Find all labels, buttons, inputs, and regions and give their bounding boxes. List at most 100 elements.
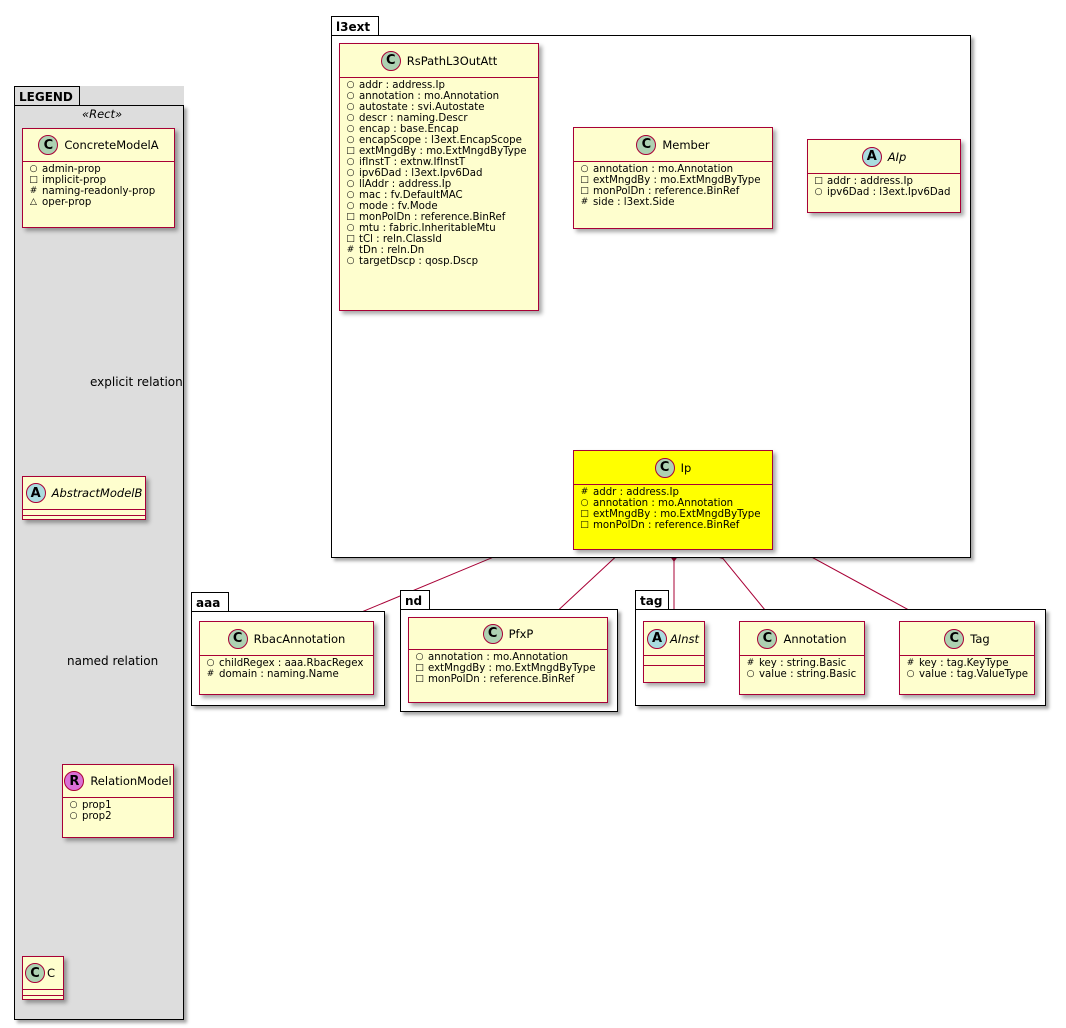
class-name: Annotation xyxy=(783,631,847,646)
package-legend-tab: LEGEND xyxy=(14,86,80,106)
property-row: ○prop1 xyxy=(69,800,112,811)
property-row: ○llAddr : address.Ip xyxy=(346,179,452,190)
explicit-relation-label: explicit relation xyxy=(90,375,183,389)
class-annotation[interactable]: C Annotation #key : string.Basic ○value … xyxy=(739,621,865,695)
class-name: PfxP xyxy=(508,626,534,641)
property-row: ○ifInstT : extnw.IfInstT xyxy=(346,157,466,168)
composition-ip-pfxp xyxy=(550,557,616,618)
property-row: ○mode : fv.Mode xyxy=(346,201,438,212)
property-list: ○admin-prop □implicit-prop #naming-reado… xyxy=(23,162,174,212)
property-row: #side : l3ext.Side xyxy=(580,197,675,208)
property-row: □extMngdBy : mo.ExtMngdByType xyxy=(415,663,596,674)
class-badge-icon: C xyxy=(227,628,248,649)
class-rbac-annotation[interactable]: C RbacAnnotation ○childRegex : aaa.RbacR… xyxy=(199,621,374,695)
class-abstract-model-b[interactable]: A AbstractModelB xyxy=(22,476,146,520)
class-c[interactable]: C C xyxy=(22,956,64,1000)
property-row: ○mtu : fabric.InheritableMtu xyxy=(346,223,496,234)
class-badge-icon: C xyxy=(482,623,503,644)
property-list: ○annotation : mo.Annotation □extMngdBy :… xyxy=(409,650,607,689)
class-name: RbacAnnotation xyxy=(253,631,346,646)
class-name: Member xyxy=(662,137,710,152)
class-badge-icon: C xyxy=(25,963,45,983)
property-row: ○targetDscp : qosp.Dscp xyxy=(346,256,479,267)
class-name: Tag xyxy=(970,631,990,646)
property-row: ○encapScope : l3ext.EncapScope xyxy=(346,135,522,146)
package-legend: LEGEND «Rect» xyxy=(14,86,184,1020)
package-legend-body xyxy=(14,105,184,1020)
class-name: ConcreteModelA xyxy=(64,138,159,152)
property-row: ○prop2 xyxy=(69,811,112,822)
class-name: AbstractModelB xyxy=(51,486,143,500)
class-member[interactable]: C Member ○annotation : mo.Annotation □ex… xyxy=(573,127,773,229)
abstract-badge-icon: A xyxy=(647,628,667,649)
property-row: △oper-prop xyxy=(30,197,92,208)
property-row: □monPolDn : reference.BinRef xyxy=(580,520,740,531)
property-row: ○value : string.Basic xyxy=(746,669,857,680)
property-row: ○addr : address.Ip xyxy=(346,80,446,91)
class-name: Ip xyxy=(680,460,692,475)
legend-stereotype: «Rect» xyxy=(82,107,123,121)
package-l3ext-tab: l3ext xyxy=(331,16,379,36)
property-row: ○autostate : svi.Autostate xyxy=(346,102,485,113)
class-badge-icon: C xyxy=(636,134,657,155)
class-ip[interactable]: C Ip #addr : address.Ip ○annotation : mo… xyxy=(573,450,773,550)
property-row: □monPolDn : reference.BinRef xyxy=(580,186,740,197)
class-badge-icon: C xyxy=(380,50,401,71)
property-row: #key : string.Basic xyxy=(746,658,847,669)
package-nd-tab: nd xyxy=(400,590,430,610)
class-aip[interactable]: A AIp □addr : address.Ip ○ipv6Dad : l3ex… xyxy=(807,139,961,213)
property-row: #domain : naming.Name xyxy=(206,669,339,680)
class-concrete-model-a[interactable]: C ConcreteModelA ○admin-prop □implicit-p… xyxy=(22,128,175,228)
class-name: RelationModel xyxy=(90,774,172,788)
class-rspathl3outatt[interactable]: C RsPathL3OutAtt ○addr : address.Ip ○ann… xyxy=(339,43,539,311)
property-row: #naming-readonly-prop xyxy=(29,186,156,197)
property-row: ○annotation : mo.Annotation xyxy=(415,652,569,663)
property-list: ○addr : address.Ip ○annotation : mo.Anno… xyxy=(340,78,538,271)
property-row: □monPolDn : reference.BinRef xyxy=(415,674,575,685)
property-row: ○ipv6Dad : l3ext.Ipv6Dad xyxy=(346,168,483,179)
property-row: □tCl : reln.ClassId xyxy=(346,234,442,245)
class-name: AIp xyxy=(887,149,907,164)
property-row: □monPolDn : reference.BinRef xyxy=(346,212,506,223)
property-row: □implicit-prop xyxy=(29,175,107,186)
package-tag-tab: tag xyxy=(635,590,669,610)
property-row: ○descr : naming.Descr xyxy=(346,113,468,124)
property-row: □addr : address.Ip xyxy=(814,176,914,187)
class-badge-icon: C xyxy=(757,628,778,649)
property-row: #tDn : reln.Dn xyxy=(346,245,425,256)
property-row: ○annotation : mo.Annotation xyxy=(580,498,734,509)
property-list: #key : string.Basic ○value : string.Basi… xyxy=(740,656,864,684)
property-list: ○prop1 ○prop2 xyxy=(63,798,173,826)
property-row: □extMngdBy : mo.ExtMngdByType xyxy=(346,146,527,157)
relation-badge-icon: R xyxy=(64,771,85,791)
property-list: □addr : address.Ip ○ipv6Dad : l3ext.Ipv6… xyxy=(808,174,960,202)
property-list: #key : tag.KeyType ○value : tag.ValueTyp… xyxy=(900,656,1034,684)
class-badge-icon: C xyxy=(654,457,675,478)
property-row: □extMngdBy : mo.ExtMngdByType xyxy=(580,175,761,186)
named-relation-label: named relation xyxy=(67,654,159,668)
property-row: □extMngdBy : mo.ExtMngdByType xyxy=(580,509,761,520)
property-row: ○value : tag.ValueType xyxy=(906,669,1029,680)
class-name: C xyxy=(47,966,56,980)
property-row: #key : tag.KeyType xyxy=(906,658,1009,669)
property-row: ○ipv6Dad : l3ext.Ipv6Dad xyxy=(814,187,951,198)
property-row: ○annotation : mo.Annotation xyxy=(580,164,734,175)
class-badge-icon: C xyxy=(944,628,965,649)
class-name: AInst xyxy=(670,631,700,646)
abstract-badge-icon: A xyxy=(25,483,46,503)
property-row: ○annotation : mo.Annotation xyxy=(346,91,500,102)
class-tag[interactable]: C Tag #key : tag.KeyType ○value : tag.Va… xyxy=(899,621,1035,695)
property-list: #addr : address.Ip ○annotation : mo.Anno… xyxy=(574,485,772,535)
property-list: ○annotation : mo.Annotation □extMngdBy :… xyxy=(574,162,772,212)
property-row: ○admin-prop xyxy=(29,164,101,175)
package-aaa-tab: aaa xyxy=(191,592,229,612)
class-name: RsPathL3OutAtt xyxy=(406,53,498,68)
property-row: ○childRegex : aaa.RbacRegex xyxy=(206,658,364,669)
abstract-badge-icon: A xyxy=(861,146,882,167)
class-relation-model[interactable]: R RelationModel ○prop1 ○prop2 xyxy=(62,764,174,838)
property-row: ○mac : fv.DefaultMAC xyxy=(346,190,463,201)
class-ainst[interactable]: A AInst xyxy=(643,621,705,683)
class-pfxp[interactable]: C PfxP ○annotation : mo.Annotation □extM… xyxy=(408,617,608,703)
property-row: #addr : address.Ip xyxy=(580,487,680,498)
property-list: ○childRegex : aaa.RbacRegex #domain : na… xyxy=(200,656,373,684)
